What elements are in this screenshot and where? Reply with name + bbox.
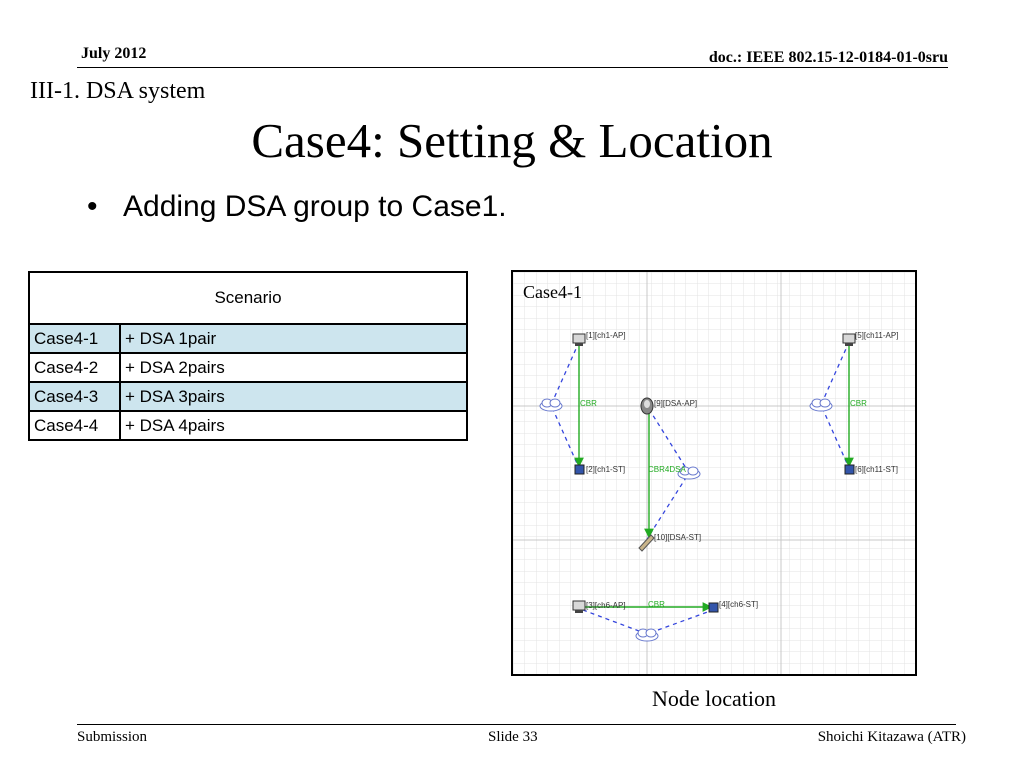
node-label: [1][ch1-AP] [586,331,626,340]
header-divider [77,67,948,68]
header-date: July 2012 [81,45,147,62]
table-cell-case: Case4-1 [28,323,121,354]
node-location-diagram: [1][ch1-AP] [2][ch1-ST] [5][ch11-AP] [6]… [511,270,917,676]
access-point-icon [572,600,586,613]
dsa-ap-icon [640,397,654,415]
table-cell-case: Case4-4 [28,410,121,441]
scenario-table: Scenario Case4-1 + DSA 1pair Case4-2 + D… [28,271,468,441]
station-icon [844,464,855,475]
diagram-caption: Node location [651,686,777,711]
bullet-text: Adding DSA group to Case1. [123,190,507,223]
footer-author: Shoichi Kitazawa (ATR) [817,729,966,745]
node-label: [2][ch1-ST] [586,465,625,474]
table-cell-desc: + DSA 4pairs [119,410,468,441]
table-row: Case4-3 + DSA 3pairs [28,381,468,412]
access-point-icon [842,333,856,346]
table-row: Case4-2 + DSA 2pairs [28,352,468,383]
node-label: [9][DSA-AP] [654,399,697,408]
node-label: [4][ch6-ST] [719,600,758,609]
slide-number: Slide 33 [488,729,538,745]
link-label: CBR [648,600,665,609]
link-label: CBR [850,399,867,408]
station-icon [708,602,719,613]
table-cell-desc: + DSA 3pairs [119,381,468,412]
node-label: [10][DSA-ST] [654,533,701,542]
cloud-icon [677,466,701,480]
cbr-links [574,344,854,612]
table-header: Scenario [28,271,468,325]
access-point-icon [572,333,586,346]
dsa-station-icon [638,534,655,552]
link-label: CBR [580,399,597,408]
table-cell-case: Case4-2 [28,352,121,383]
bullet-icon: • [87,190,98,223]
diagram-label: Case4-1 [523,282,582,302]
cloud-icon [635,628,659,642]
table-cell-case: Case4-3 [28,381,121,412]
section-heading: III-1. DSA system [30,78,206,104]
node-label: [5][ch11-AP] [855,331,898,340]
cloud-icon [809,398,833,412]
table-row: Case4-1 + DSA 1pair [28,323,468,354]
slide-title: Case4: Setting & Location [251,113,773,168]
footer-left: Submission [77,729,148,745]
node-label: [3][ch6-AP] [586,601,626,610]
link-label: CBR4DSA [648,465,686,474]
table-cell-desc: + DSA 1pair [119,323,468,354]
relay-clouds [539,398,833,642]
table-header-row: Scenario [28,271,468,325]
bullet-item: • Adding DSA group to Case1. [87,190,507,224]
table-cell-desc: + DSA 2pairs [119,352,468,383]
footer-divider [77,724,956,725]
station-icon [574,464,585,475]
cloud-icon [539,398,563,412]
diagram-canvas: [1][ch1-AP] [2][ch1-ST] [5][ch11-AP] [6]… [513,272,915,674]
node-label: [6][ch11-ST] [855,465,898,474]
header-doc-id: doc.: IEEE 802.15-12-0184-01-0sru [708,49,948,66]
table-row: Case4-4 + DSA 4pairs [28,410,468,441]
